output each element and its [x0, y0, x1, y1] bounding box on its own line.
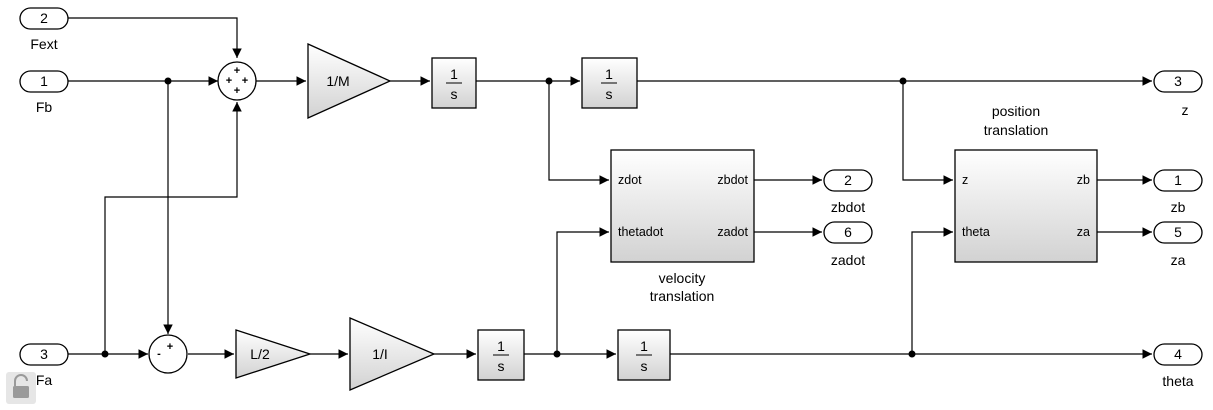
svg-text:1: 1 — [450, 66, 458, 82]
svg-text:s: s — [498, 358, 505, 374]
integrator-z[interactable]: 1 s — [581, 57, 638, 109]
svg-text:z: z — [962, 173, 968, 187]
svg-text:5: 5 — [1174, 224, 1182, 240]
svg-text:1: 1 — [605, 66, 613, 82]
svg-text:theta: theta — [962, 225, 990, 239]
svg-text:+: + — [226, 75, 232, 87]
svg-text:1: 1 — [1174, 172, 1182, 188]
lock-icon[interactable] — [6, 372, 36, 404]
gain-inverse-inertia[interactable]: 1/I — [349, 317, 436, 391]
velocity-translation-subsystem[interactable]: zdot thetadot zbdot zadot velocity trans… — [610, 149, 755, 304]
outport-zbdot[interactable]: 2 zbdot — [823, 169, 873, 215]
svg-text:theta: theta — [1162, 373, 1193, 389]
outport-zb[interactable]: 1 zb — [1153, 169, 1203, 215]
integrator-thetadot[interactable]: 1 s — [477, 329, 525, 381]
svg-text:z: z — [1182, 102, 1189, 118]
svg-text:zb: zb — [1077, 173, 1090, 187]
svg-text:2: 2 — [844, 172, 852, 188]
inport-fb[interactable]: 1 Fb — [19, 70, 69, 115]
force-sum-block[interactable]: + + + + — [217, 61, 257, 101]
svg-text:za: za — [1077, 225, 1090, 239]
svg-text:6: 6 — [844, 224, 852, 240]
svg-text:1/I: 1/I — [372, 346, 388, 362]
svg-text:zbdot: zbdot — [831, 199, 865, 215]
svg-text:thetadot: thetadot — [618, 225, 664, 239]
outport-za[interactable]: 5 za — [1153, 221, 1203, 268]
svg-text:3: 3 — [1174, 73, 1182, 89]
svg-text:-: - — [157, 348, 161, 360]
svg-text:translation: translation — [650, 288, 715, 304]
svg-text:za: za — [1171, 252, 1186, 268]
inport-fext-label: Fext — [30, 36, 57, 52]
svg-text:+: + — [234, 65, 240, 77]
gain-inverse-mass[interactable]: 1/M — [307, 42, 392, 120]
svg-text:zadot: zadot — [717, 225, 748, 239]
outport-theta[interactable]: 4 theta — [1153, 343, 1203, 389]
svg-text:1: 1 — [497, 338, 505, 354]
moment-difference-block[interactable]: - + — [148, 334, 188, 374]
svg-text:1: 1 — [40, 73, 48, 89]
gain-half-length[interactable]: L/2 — [235, 329, 313, 379]
svg-text:4: 4 — [1174, 346, 1182, 362]
svg-text:3: 3 — [40, 346, 48, 362]
junction-dots — [101, 77, 916, 358]
outport-z[interactable]: 3 z — [1153, 70, 1203, 118]
svg-text:zdot: zdot — [618, 173, 642, 187]
svg-text:+: + — [234, 85, 240, 97]
svg-text:s: s — [641, 358, 648, 374]
svg-text:1: 1 — [640, 338, 648, 354]
inport-fa[interactable]: 3 Fa — [19, 343, 69, 388]
inport-fa-label: Fa — [36, 372, 53, 388]
svg-text:zadot: zadot — [831, 252, 865, 268]
svg-text:zbdot: zbdot — [717, 173, 748, 187]
inport-fb-label: Fb — [36, 99, 53, 115]
svg-text:zb: zb — [1171, 199, 1186, 215]
svg-text:translation: translation — [984, 122, 1049, 138]
svg-text:1/M: 1/M — [326, 73, 349, 89]
svg-text:L/2: L/2 — [250, 346, 270, 362]
inport-fext[interactable]: 2 Fext — [19, 7, 69, 52]
svg-text:+: + — [167, 341, 173, 353]
position-translation-title: position — [992, 103, 1040, 119]
outport-zadot[interactable]: 6 zadot — [823, 221, 873, 268]
svg-text:s: s — [606, 86, 613, 102]
position-translation-subsystem[interactable]: z theta zb za position translation — [954, 103, 1098, 263]
velocity-translation-title: velocity — [659, 270, 706, 286]
svg-text:2: 2 — [40, 10, 48, 26]
svg-text:s: s — [451, 86, 458, 102]
integrator-theta[interactable]: 1 s — [617, 329, 671, 381]
integrator-zdot[interactable]: 1 s — [431, 57, 477, 109]
svg-text:+: + — [242, 75, 248, 87]
